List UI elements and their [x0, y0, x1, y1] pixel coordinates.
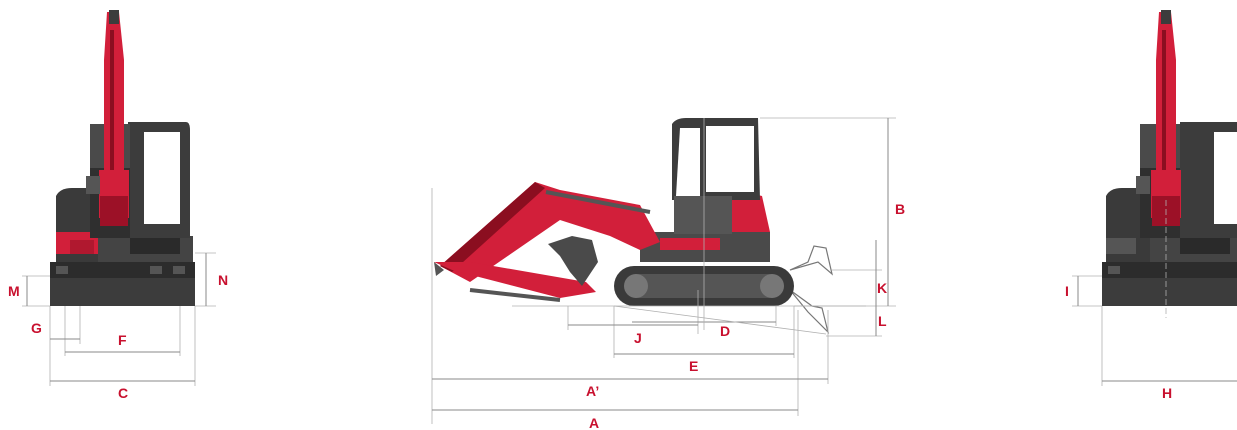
dim-label-h: H	[1162, 385, 1172, 401]
side-view: B K L D J E A’ A	[431, 117, 905, 430]
dim-label-m: M	[8, 283, 20, 299]
side-arm	[434, 262, 596, 298]
dim-label-i: I	[1065, 283, 1069, 299]
dim-label-b: B	[895, 201, 905, 217]
dim-label-e: E	[689, 358, 698, 374]
front-track	[50, 276, 195, 306]
front-view: M N G F C	[8, 10, 228, 401]
dim-label-f: F	[118, 332, 127, 348]
dim-label-l: L	[878, 313, 887, 329]
dim-label-g: G	[31, 320, 42, 336]
side-blade-raised	[789, 245, 833, 276]
side-bucket	[548, 236, 598, 286]
dim-label-a-prime: A’	[586, 383, 599, 399]
rear-track	[1102, 276, 1237, 306]
rear-view: I H	[1065, 10, 1237, 401]
dim-label-n: N	[218, 272, 228, 288]
side-boom	[440, 182, 660, 282]
dim-label-k: K	[877, 280, 887, 296]
dim-label-d: D	[720, 323, 730, 339]
side-blade-lowered	[789, 289, 830, 334]
dim-label-c: C	[118, 385, 128, 401]
dim-label-a: A	[589, 415, 599, 430]
dim-label-j: J	[634, 330, 642, 346]
